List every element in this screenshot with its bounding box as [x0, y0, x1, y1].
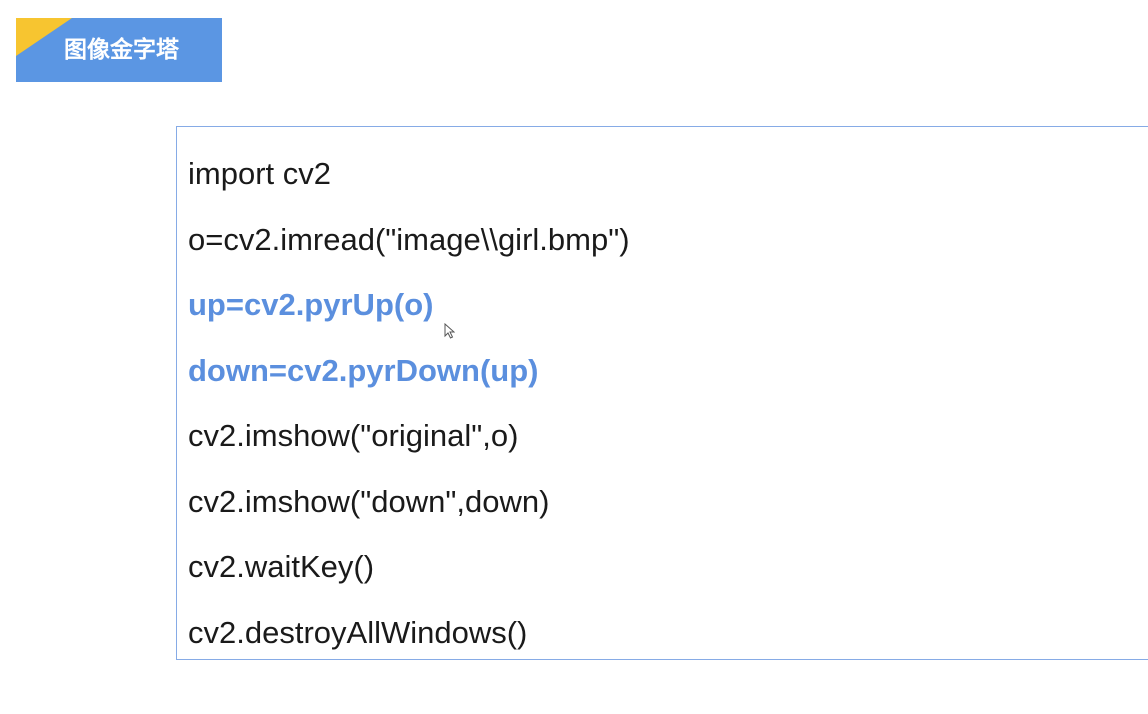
- code-line-highlighted: up=cv2.pyrUp(o): [188, 287, 434, 322]
- code-line: import cv2: [188, 156, 331, 191]
- code-line: o=cv2.imread("image\\girl.bmp"): [188, 221, 630, 257]
- section-title-badge: 图像金字塔: [16, 18, 222, 82]
- mouse-cursor-icon: [444, 323, 455, 339]
- code-line: cv2.imshow("down",down): [188, 483, 550, 519]
- section-title: 图像金字塔: [64, 37, 179, 63]
- code-line: cv2.waitKey(): [188, 549, 375, 584]
- code-block: import cv2 o=cv2.imread("image\\girl.bmp…: [176, 126, 1148, 660]
- corner-accent-triangle: [16, 18, 72, 56]
- code-line: cv2.imshow("original",o): [188, 418, 519, 453]
- code-lines: import cv2 o=cv2.imread("image\\girl.bmp…: [188, 141, 630, 665]
- code-line-highlighted: down=cv2.pyrDown(up): [188, 352, 539, 388]
- code-line: cv2.destroyAllWindows(): [188, 614, 528, 650]
